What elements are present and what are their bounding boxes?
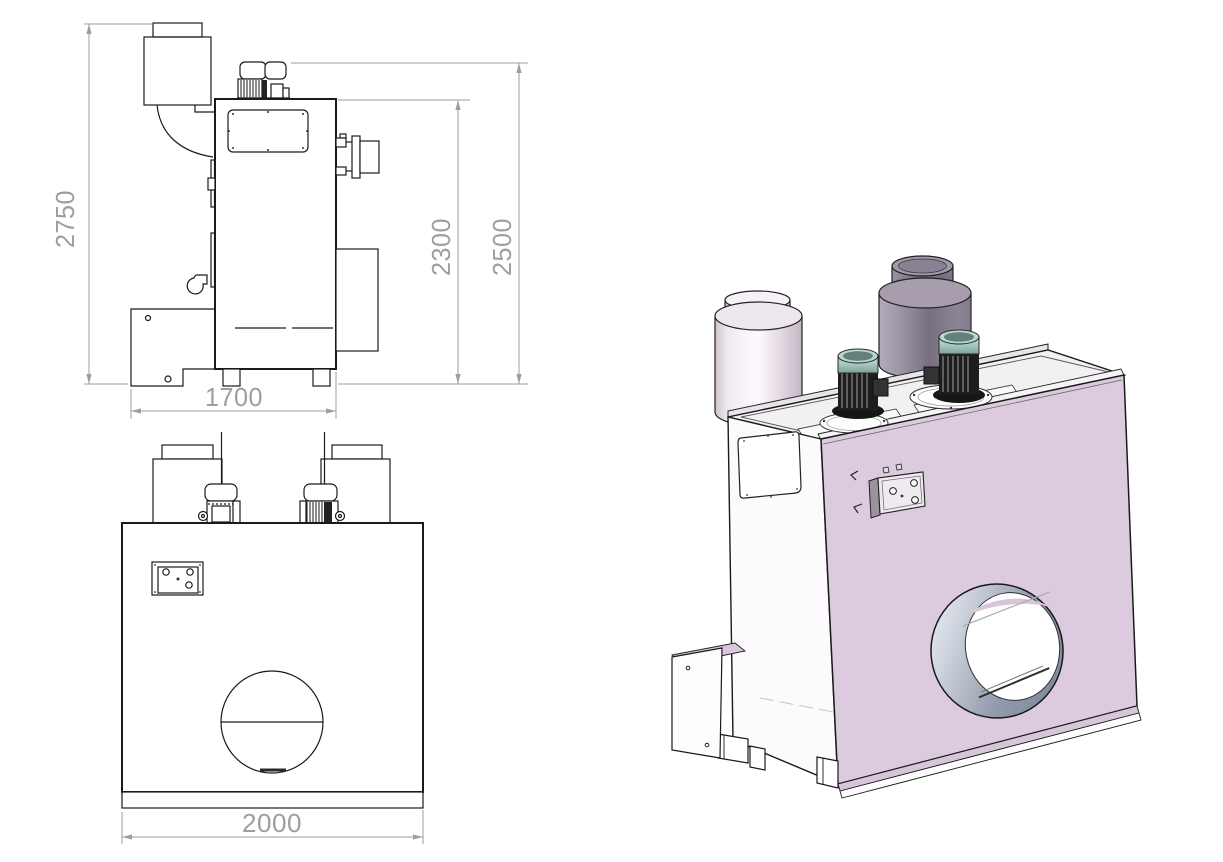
motor-junction-box: [872, 378, 889, 397]
iso-feet: [717, 733, 839, 789]
dimension-label-depth: 1700: [205, 382, 263, 412]
front-base-strip: [121, 791, 424, 809]
side-door-hinges: [186, 159, 216, 295]
iso-faint-seam-line: [759, 697, 834, 713]
side-dimension-lines: [84, 23, 528, 419]
motor-dark-band: [324, 502, 332, 523]
front-view-drawing: 2000: [121, 432, 424, 844]
iso-left-face: [727, 416, 839, 786]
side-handle-bracket: [186, 274, 208, 295]
duct-inner-pink-sliver: [964, 598, 1050, 618]
iso-motor-left: [832, 348, 889, 419]
iso-silencer-left: [714, 290, 803, 427]
motor-fins: [942, 356, 969, 392]
side-rear-duct-box: [335, 248, 379, 352]
front-motor-right: [299, 483, 346, 524]
iso-control-box: [850, 463, 926, 519]
motor-dark-band: [262, 80, 267, 98]
dimension-label-overall-height: 2750: [50, 190, 80, 248]
iso-base-edge: [839, 712, 1142, 799]
front-control-box: [151, 561, 204, 596]
iso-access-panel: [737, 431, 802, 499]
dimension-label-fan-top-height: 2500: [487, 218, 517, 276]
side-platform: [130, 308, 216, 387]
side-view-drawing: 2750 2300 2500 1700: [50, 22, 528, 419]
side-machine-body: [214, 98, 337, 370]
iso-view-render: [671, 255, 1142, 799]
side-inspection-panel: [227, 109, 309, 153]
side-exhaust-chimney: [143, 22, 215, 158]
side-foot-left: [222, 368, 241, 387]
latch-clip-bottom: [853, 503, 863, 514]
dimension-label-width: 2000: [242, 808, 302, 838]
motor-fins: [841, 373, 868, 408]
front-outlet-opening: [220, 670, 324, 774]
iso-dust-tray: [671, 642, 747, 759]
motor-fins: [240, 80, 260, 97]
dimension-label-body-height: 2300: [426, 218, 456, 276]
side-elbow-duct: [156, 104, 214, 158]
motor-fins: [306, 502, 323, 522]
motor-junction-box: [923, 366, 940, 385]
latch-clip-top: [850, 470, 859, 481]
iso-motor-right: [923, 329, 985, 403]
iso-outlet-duct: [930, 583, 1064, 719]
side-outlet-flange: [335, 133, 380, 179]
front-dimension-lines: [121, 810, 424, 844]
side-foot-right: [312, 368, 331, 387]
side-fan-motor: [237, 61, 290, 100]
